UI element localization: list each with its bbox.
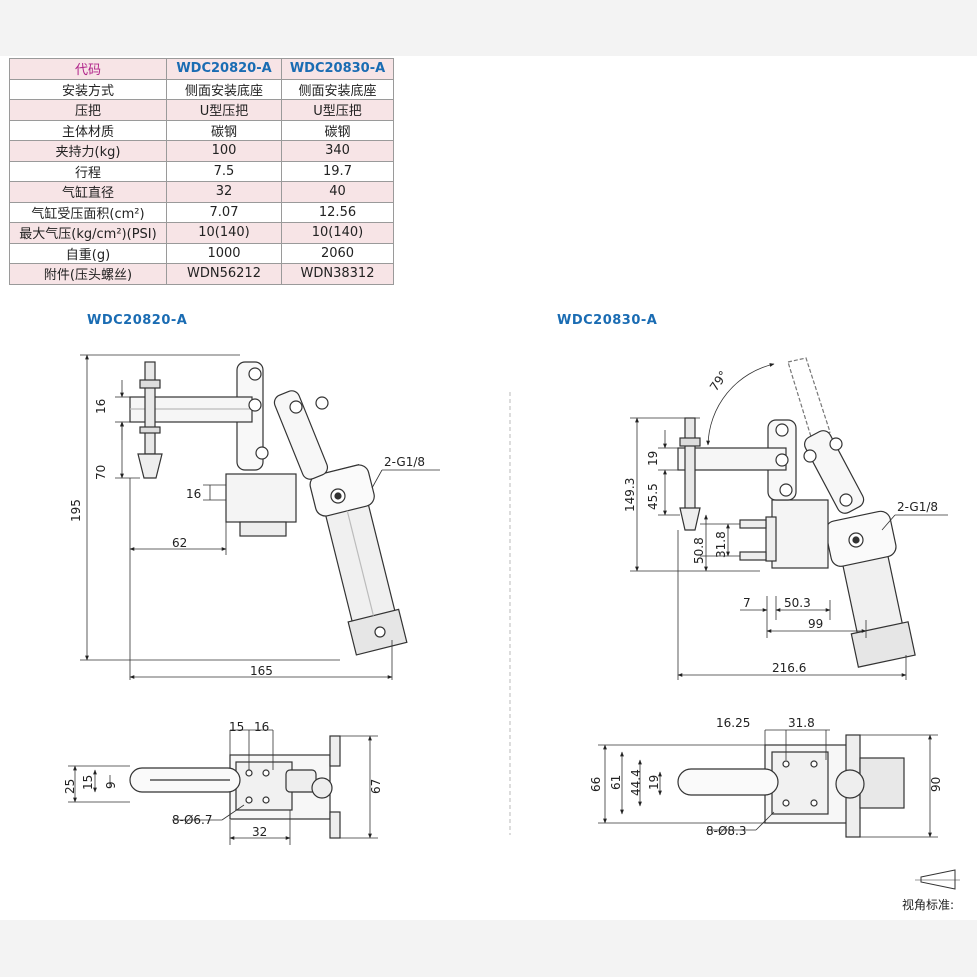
spec-value-cell: 12.56 [281, 201, 394, 223]
dim-label: 25 [63, 779, 77, 794]
spec-param-cell: 附件(压头螺丝) [9, 263, 167, 285]
left-top-view [129, 735, 341, 839]
spec-param-cell: 夹持力(kg) [9, 140, 167, 162]
dim-label: 99 [808, 617, 823, 631]
dim-label: 31.8 [714, 531, 728, 558]
spec-value-cell: WDN56212 [166, 263, 282, 285]
right-top-dimensions [598, 729, 938, 838]
dim-label: 149.3 [623, 478, 637, 512]
dim-label: 66 [589, 777, 603, 792]
left-model-title: WDC20820-A [87, 313, 188, 328]
dim-label: 70 [94, 465, 108, 480]
dim-label: 15 [81, 775, 95, 790]
dim-label: 195 [69, 499, 83, 522]
angle-label: 79° [707, 368, 731, 393]
dim-label: 165 [250, 664, 273, 678]
right-dimensions [630, 363, 948, 680]
dim-label: 32 [252, 825, 267, 839]
spec-value-cell: 40 [281, 181, 394, 203]
spec-param-cell: 压把 [9, 99, 167, 121]
left-top-dimension-labels: 15 16 25 15 9 67 8-Ø6.7 32 [63, 720, 383, 839]
dim-label: 19 [647, 775, 661, 790]
spec-value-cell: 2060 [281, 242, 394, 264]
dim-label: 16.25 [716, 716, 750, 730]
dim-label: 62 [172, 536, 187, 550]
dim-label: 19 [646, 451, 660, 466]
spec-param-cell: 主体材质 [9, 119, 167, 141]
port-label: 2-G1/8 [897, 500, 938, 514]
dim-label: 50.3 [784, 596, 811, 610]
left-top-dimensions [68, 729, 378, 845]
dim-label: 16 [186, 487, 201, 501]
right-dimension-labels: 79° 19 149.3 45.5 50.8 31.8 2-G1/8 7 50.… [623, 368, 938, 675]
dim-label: 16 [254, 720, 269, 734]
spec-value-cell: 1000 [166, 242, 282, 264]
dim-label: 44.4 [629, 769, 643, 796]
right-top-dimension-labels: 16.25 31.8 66 61 44.4 19 90 8-Ø8.3 [589, 716, 943, 838]
spec-param-cell: 气缸受压面积(cm²) [9, 201, 167, 223]
right-model-title: WDC20830-A [557, 313, 658, 328]
spec-value-cell: 10(140) [281, 222, 394, 244]
projection-label: 视角标准: [902, 897, 954, 912]
spec-value-cell: 侧面安装底座 [166, 78, 282, 100]
projection-symbol-icon [915, 869, 960, 890]
dim-label: 9 [104, 781, 118, 789]
spec-value-cell: WDC20820-A [166, 58, 282, 80]
port-label: 2-G1/8 [384, 455, 425, 469]
dim-label: 61 [609, 775, 623, 790]
spec-row: 最大气压(kg/cm²)(PSI)10(140)10(140) [9, 222, 394, 244]
spec-value-cell: U型压把 [281, 99, 394, 121]
right-top-view [677, 734, 905, 838]
spec-param-cell: 最大气压(kg/cm²)(PSI) [9, 222, 167, 244]
spec-value-cell: WDN38312 [281, 263, 394, 285]
dim-label: 7 [743, 596, 751, 610]
holes-label: 8-Ø6.7 [172, 813, 213, 827]
left-side-view [129, 361, 408, 656]
dim-label: 31.8 [788, 716, 815, 730]
dim-label: 50.8 [692, 537, 706, 564]
dim-label: 216.6 [772, 661, 806, 675]
right-side-view [677, 357, 916, 668]
dim-label: 45.5 [646, 483, 660, 510]
holes-label: 8-Ø8.3 [706, 824, 747, 838]
dim-label: 16 [94, 399, 108, 414]
spec-row: 主体材质碳钢碳钢 [9, 119, 394, 141]
dim-label: 67 [369, 779, 383, 794]
left-dimension-labels: 16 70 195 16 62 165 2-G1/8 [69, 399, 425, 678]
left-dimensions [80, 354, 440, 680]
dim-label: 90 [929, 777, 943, 792]
dim-label: 15 [229, 720, 244, 734]
